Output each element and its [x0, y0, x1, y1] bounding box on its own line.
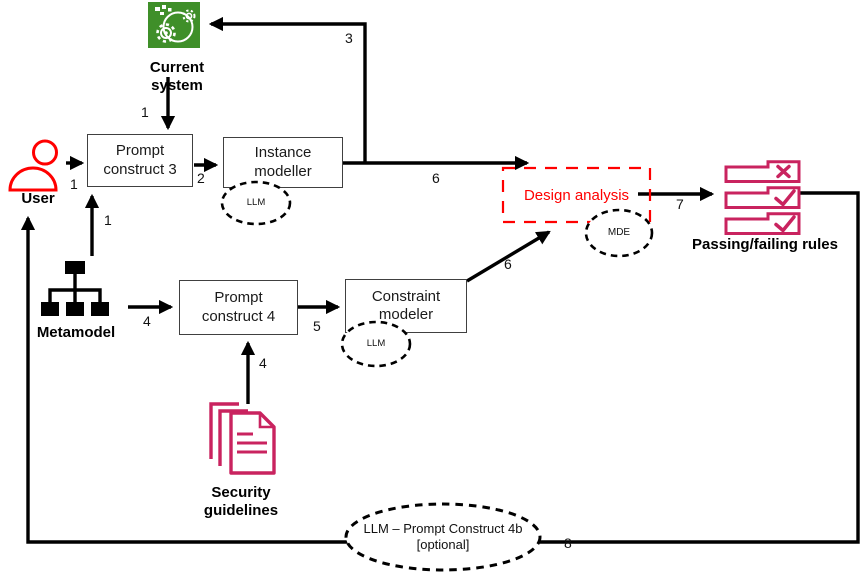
edge-label-8: 8: [564, 535, 572, 551]
edge-label-4-security: 4: [259, 355, 267, 371]
checklist-flags-icon: [724, 160, 801, 235]
edge-label-1-current-system: 1: [141, 104, 149, 120]
node-prompt-construct-4: Prompt construct 4: [179, 280, 298, 335]
caption-metamodel: Metamodel: [36, 324, 116, 341]
gears-system-icon: [148, 2, 200, 48]
person-icon: [8, 139, 58, 192]
edge-label-3: 3: [345, 30, 353, 46]
node-label: Design analysis: [523, 186, 630, 204]
node-label: Prompt construct 4: [201, 289, 276, 325]
edge-label-5: 5: [313, 318, 321, 334]
llm-cloud-label: LLM: [366, 338, 386, 349]
cloud-label-line1: LLM – Prompt Construct 4b: [363, 521, 523, 536]
edge-label-1-user: 1: [70, 176, 78, 192]
edge-label-4-metamodel: 4: [143, 313, 151, 329]
node-label: Prompt construct 3: [103, 142, 177, 178]
node-label: Instance modeller: [254, 144, 312, 180]
mde-cloud-label: MDE: [607, 227, 631, 238]
node-constraint-modeler: Constraint modeler: [345, 279, 467, 333]
node-design-analysis: Design analysis: [505, 168, 648, 222]
llm-cloud-label: LLM: [246, 197, 266, 208]
caption-passing-failing-rules: Passing/failing rules: [692, 236, 838, 253]
edge-label-6-constraint: 6: [504, 256, 512, 272]
hierarchy-icon: [41, 261, 109, 316]
caption-security-guidelines: Security guidelines: [203, 484, 279, 519]
documents-icon: [209, 402, 276, 475]
cloud-label-line2: [optional]: [416, 537, 470, 552]
llm-prompt-construct-4b-label: LLM – Prompt Construct 4b [optional]: [348, 521, 538, 553]
node-prompt-construct-3: Prompt construct 3: [87, 134, 193, 187]
node-instance-modeller: Instance modeller: [223, 137, 343, 188]
x-mark-icon: [776, 164, 791, 179]
node-label: Constraint modeler: [371, 287, 441, 323]
caption-user: User: [21, 190, 55, 207]
edge-label-7: 7: [676, 196, 684, 212]
edge-label-2: 2: [197, 170, 205, 186]
edge-label-6-instance: 6: [432, 170, 440, 186]
edge-label-1-metamodel: 1: [104, 212, 112, 228]
caption-current-system: Current system: [149, 59, 205, 94]
